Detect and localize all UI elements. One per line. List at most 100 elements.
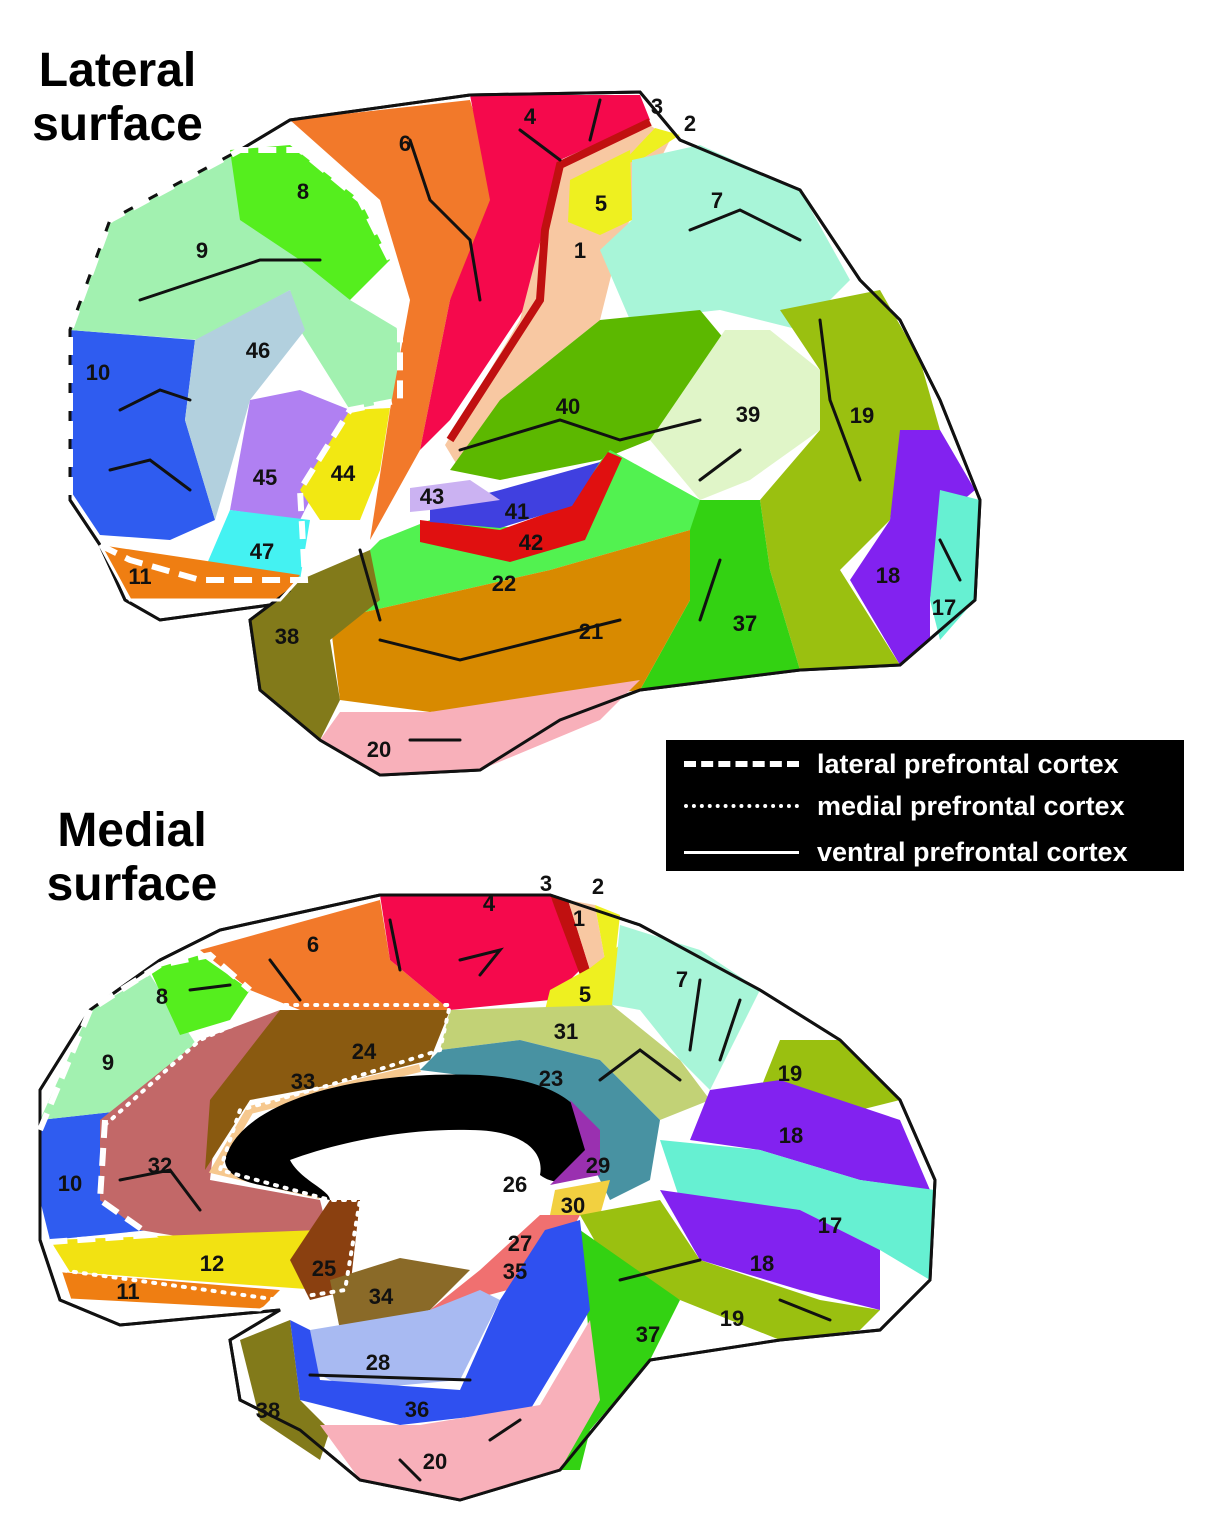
area-1	[568, 900, 605, 970]
area-label: 1	[573, 906, 585, 931]
corpus-callosum	[225, 1074, 591, 1200]
area-label: 11	[116, 1279, 139, 1304]
area-29	[550, 1100, 600, 1185]
legend-label: medial prefrontal cortex	[817, 790, 1125, 821]
area-label: 35	[503, 1259, 527, 1284]
area-21	[330, 530, 690, 712]
area-label: 6	[307, 932, 319, 957]
solid-line-swatch	[684, 850, 799, 854]
area-31	[440, 1005, 710, 1120]
area-34	[330, 1258, 470, 1330]
area-45	[230, 390, 350, 520]
area-2	[595, 905, 620, 960]
area-label: 33	[291, 1069, 315, 1094]
lateral-surface-title: Lateral surface	[32, 44, 203, 151]
area-44	[300, 408, 390, 520]
area-label: 18	[779, 1123, 803, 1148]
area-label: 39	[736, 402, 760, 427]
area-18	[660, 1190, 880, 1310]
area-label: 18	[876, 563, 900, 588]
area-7	[600, 145, 850, 330]
area-label: 10	[86, 360, 110, 385]
area-label: 37	[636, 1322, 660, 1347]
area-28	[310, 1290, 500, 1390]
area-label: 38	[256, 1398, 280, 1423]
area-label: 38	[275, 624, 299, 649]
area-label: 45	[253, 465, 277, 490]
area-label: 31	[554, 1019, 578, 1044]
area-label: 3	[651, 94, 663, 119]
area-label: 30	[561, 1193, 585, 1218]
area-6	[290, 100, 500, 540]
area-label: 41	[505, 499, 529, 524]
area-label: 44	[331, 461, 356, 486]
area-8	[150, 955, 250, 1035]
lateral-sulci	[108, 98, 962, 742]
medial-prefrontal-boundary	[58, 1003, 453, 1303]
area-36	[290, 1220, 590, 1425]
area-label: 43	[420, 484, 444, 509]
area-17	[660, 1140, 935, 1280]
legend: lateral prefrontal cortex medial prefron…	[666, 740, 1184, 871]
area-label: 17	[818, 1213, 842, 1238]
area-19	[580, 1200, 880, 1340]
area-label: 34	[369, 1284, 394, 1309]
area-label: 42	[519, 530, 543, 555]
area-label: 19	[850, 403, 874, 428]
area-10	[70, 330, 215, 540]
area-41	[430, 462, 600, 528]
area-label: 19	[720, 1306, 744, 1331]
area-label: 2	[684, 111, 696, 136]
area-label: 7	[711, 188, 723, 213]
area-40	[450, 310, 725, 480]
area-17	[930, 490, 980, 640]
medial-surface-title: Medial surface	[46, 804, 218, 911]
legend-label: lateral prefrontal cortex	[817, 748, 1119, 779]
area-label: 36	[405, 1397, 429, 1422]
area-10	[40, 1110, 150, 1240]
area-18	[690, 1080, 930, 1190]
area-4	[380, 895, 580, 1010]
lateral-prefrontal-boundary	[67, 147, 403, 583]
area-label: 1	[574, 238, 586, 263]
area-24	[205, 1010, 450, 1170]
legend-item-lateral: lateral prefrontal cortex	[684, 744, 1119, 784]
area-label: 26	[503, 1172, 527, 1197]
dashed-line-swatch	[684, 761, 799, 767]
area-label: 22	[492, 571, 516, 596]
area-label: 5	[579, 982, 591, 1007]
area-18	[850, 430, 975, 665]
area-label: 40	[556, 394, 580, 419]
area-12	[50, 1230, 320, 1290]
area-47	[200, 510, 310, 580]
medial-sulci	[118, 918, 832, 1482]
medial-outline	[38, 893, 937, 1502]
area-39	[650, 330, 820, 500]
legend-label: ventral prefrontal cortex	[817, 836, 1128, 867]
area-5	[568, 150, 632, 235]
lateral-prefrontal-boundary-medial	[37, 951, 252, 1245]
legend-item-medial: medial prefrontal cortex	[684, 786, 1125, 826]
area-label: 4	[483, 891, 496, 916]
area-8	[230, 145, 390, 300]
area-43	[410, 480, 500, 512]
area-11	[100, 545, 300, 600]
area-label: 5	[595, 191, 607, 216]
dotted-line-swatch	[684, 804, 799, 808]
lateral-outline	[68, 90, 982, 777]
area-30	[550, 1180, 610, 1215]
area-label: 18	[750, 1251, 774, 1276]
area-42	[420, 452, 622, 562]
area-label: 4	[524, 104, 537, 129]
area-3	[446, 118, 652, 443]
area-25	[290, 1200, 360, 1300]
area-label: 28	[366, 1350, 390, 1375]
ventral-prefrontal-boundary-medial	[48, 1239, 291, 1312]
area-label: 7	[676, 967, 688, 992]
area-2	[620, 128, 680, 165]
